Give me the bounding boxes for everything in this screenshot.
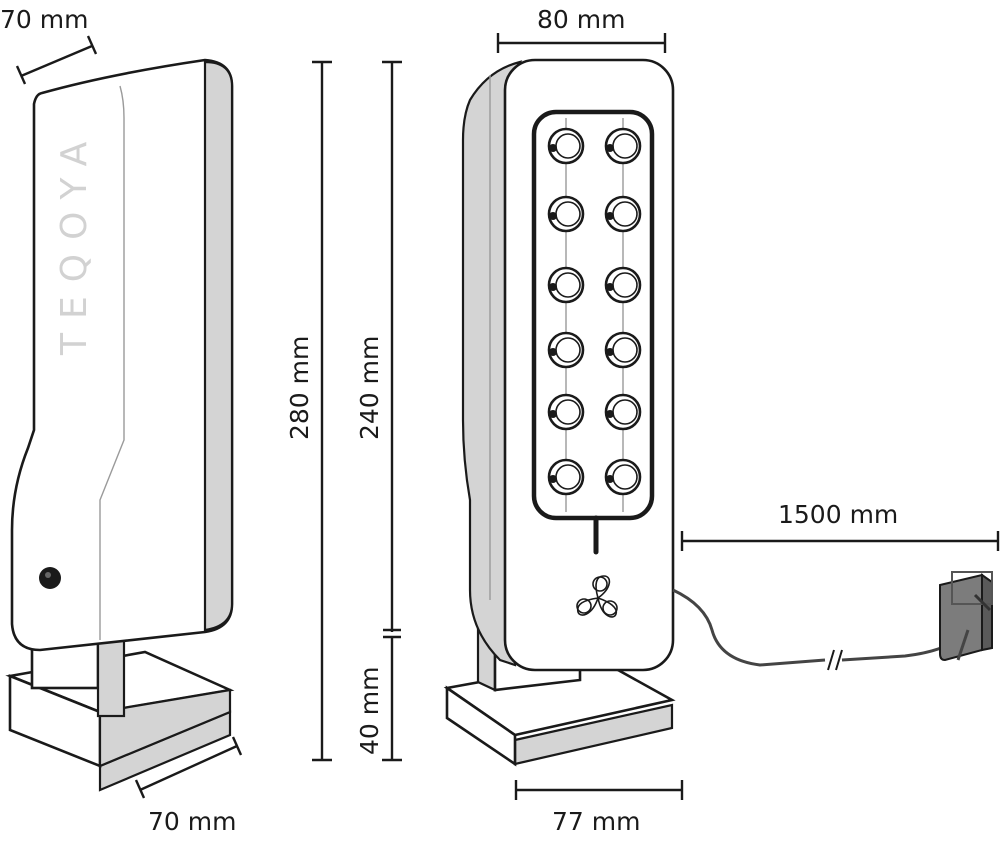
dimension-base-width: 77 mm — [514, 780, 684, 836]
dim-label-front-width: 80 mm — [537, 5, 625, 34]
dimension-left-bottom-depth: 70 mm — [134, 736, 243, 836]
ion-emitter-icon — [547, 127, 585, 165]
ion-emitter-icon — [547, 195, 585, 233]
ion-emitter-icon — [547, 331, 585, 369]
dimension-left-top-depth: 70 mm — [0, 5, 98, 85]
dim-label-left-top-depth: 70 mm — [0, 5, 88, 34]
dimension-cable-length: 1500 mm — [680, 500, 1000, 551]
dim-label-base-width: 77 mm — [552, 807, 640, 836]
ion-emitter-icon — [604, 195, 642, 233]
dim-label-total-height: 280 mm — [285, 336, 314, 440]
dimension-body-height: 240 mm — [355, 60, 402, 639]
ion-emitter-grid — [547, 127, 642, 496]
dim-label-left-bottom-depth: 70 mm — [148, 807, 236, 836]
power-button-icon — [39, 567, 61, 589]
emitter-plate — [531, 109, 655, 521]
ion-emitter-icon — [604, 331, 642, 369]
ion-emitter-icon — [547, 266, 585, 304]
power-adapter-icon — [939, 571, 993, 662]
dim-label-base-height: 40 mm — [355, 667, 384, 755]
power-cable — [672, 588, 826, 667]
side-view-device: TEQOYA — [5, 58, 235, 792]
ion-emitter-icon — [604, 127, 642, 165]
ion-emitter-icon — [604, 393, 642, 431]
side-view-side-panel — [203, 60, 234, 632]
ion-emitter-icon — [547, 393, 585, 431]
dimension-total-height: 280 mm — [285, 60, 332, 762]
front-view-device — [443, 58, 676, 767]
cable-break-mark — [827, 649, 835, 671]
brand-logo-text: TEQOYA — [54, 128, 95, 356]
side-view-body — [10, 58, 234, 652]
ion-emitter-icon — [547, 458, 585, 496]
dim-label-cable-length: 1500 mm — [778, 500, 898, 529]
ion-emitter-icon — [604, 266, 642, 304]
dimension-front-width: 80 mm — [496, 5, 667, 53]
dimension-base-height: 40 mm — [355, 637, 402, 762]
ion-emitter-icon — [604, 458, 642, 496]
fan-icon — [576, 575, 618, 618]
dim-label-body-height: 240 mm — [355, 336, 384, 440]
